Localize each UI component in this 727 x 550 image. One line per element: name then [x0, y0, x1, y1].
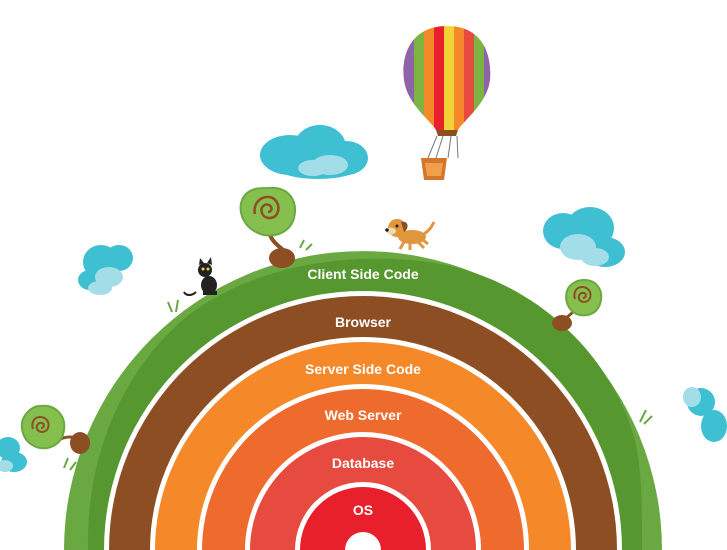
grass-tuft — [167, 299, 653, 425]
swirl-tree-icon — [20, 404, 90, 471]
cloud-icon — [0, 437, 27, 472]
layer-labels: Client Side Code Browser Server Side Cod… — [305, 266, 421, 518]
cloud-icon — [683, 387, 727, 442]
cloud-icon — [78, 245, 133, 295]
layer-label-web-server: Web Server — [325, 407, 402, 423]
cat-icon — [183, 257, 217, 296]
hot-air-balloon-icon — [403, 26, 491, 180]
layer-label-browser: Browser — [335, 314, 392, 330]
layer-label-client-side-code: Client Side Code — [307, 266, 418, 282]
swirl-tree-icon — [552, 278, 603, 331]
layer-label-database: Database — [332, 455, 394, 471]
layer-label-os: OS — [353, 502, 373, 518]
rainbow-hill — [64, 251, 662, 550]
layer-band-os — [300, 487, 426, 550]
layer-label-server-side-code: Server Side Code — [305, 361, 421, 377]
cloud-icon — [260, 125, 368, 179]
cloud-icon — [543, 207, 625, 267]
dog-icon — [385, 219, 436, 250]
swirl-tree-icon — [239, 186, 313, 268]
